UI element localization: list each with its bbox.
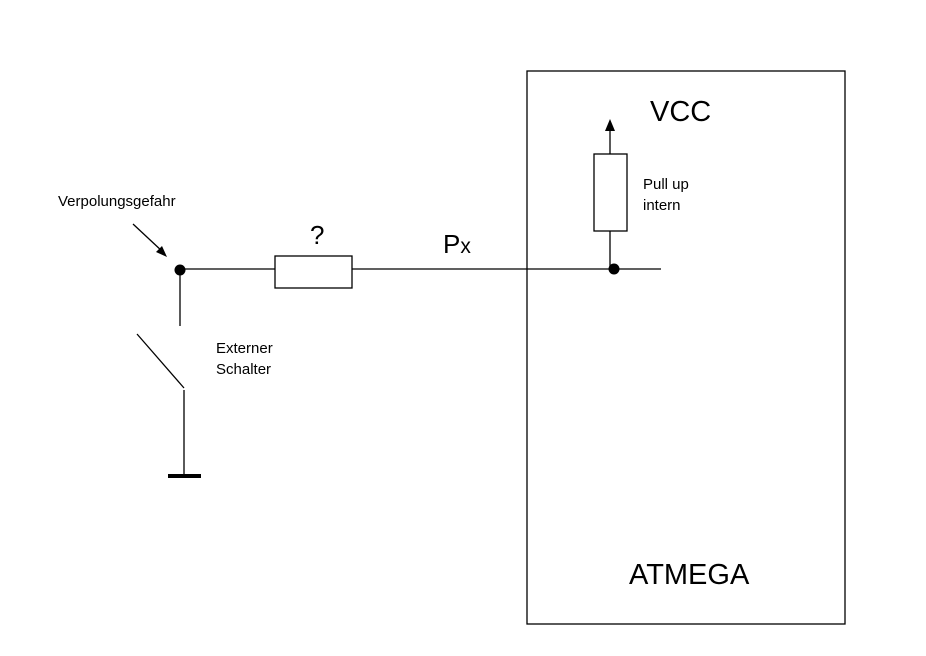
vcc-arrow-icon <box>605 119 615 131</box>
pullup-node-dot <box>608 263 620 275</box>
pullup-label-line2: intern <box>643 197 681 214</box>
port-label-main: P <box>443 229 460 259</box>
warning-arrow-shaft <box>132 223 164 253</box>
series-resistor <box>274 255 353 289</box>
switch-label-line1: Externer <box>216 340 273 357</box>
atmega-chip-box <box>526 70 846 625</box>
switch-label-line2: Schalter <box>216 361 271 378</box>
port-label-sub: x <box>460 235 471 258</box>
chip-label: ATMEGA <box>629 559 750 591</box>
resistor-unknown-label: ? <box>310 220 324 250</box>
vcc-label: VCC <box>650 96 711 128</box>
external-switch-blade <box>136 333 185 389</box>
warning-arrow-head <box>156 246 167 257</box>
port-label: Px <box>443 229 471 259</box>
warning-label: Verpolungsgefahr <box>58 193 176 210</box>
pullup-label-line1: Pull up <box>643 176 689 193</box>
pullup-resistor <box>593 153 628 232</box>
